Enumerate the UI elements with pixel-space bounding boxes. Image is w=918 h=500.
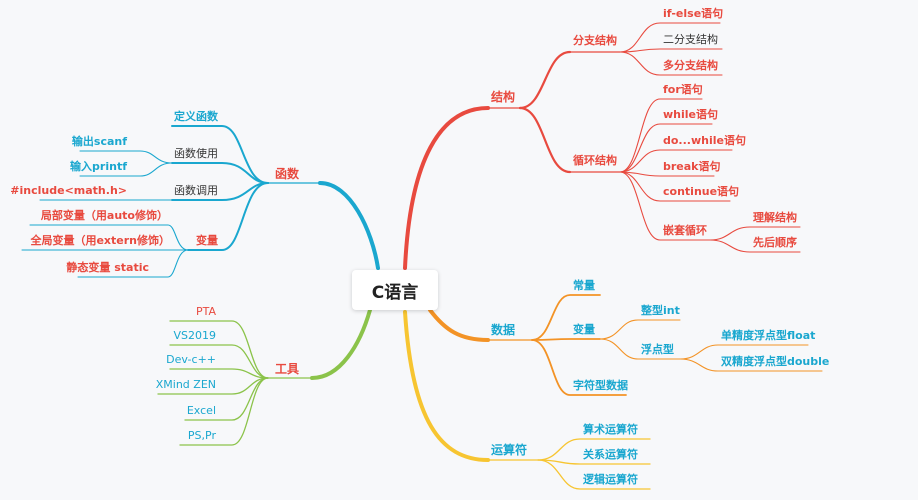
loop-child-3-line xyxy=(619,149,733,173)
node-constant[interactable]: 常量 xyxy=(573,279,595,292)
node-tool-vs2019[interactable]: VS2019 xyxy=(173,329,216,342)
op-child-2-line xyxy=(537,459,651,465)
node-understand-structure[interactable]: 理解结构 xyxy=(753,211,797,224)
node-float-type[interactable]: 浮点型 xyxy=(641,343,674,356)
node-function-vars[interactable]: 变量 xyxy=(196,234,218,247)
node-static-var[interactable]: 静态变量 static xyxy=(66,261,149,274)
node-output-scanf[interactable]: 输出scanf xyxy=(71,135,127,148)
vars-line xyxy=(187,182,269,251)
nested-child-2-line xyxy=(709,239,801,253)
node-float-single[interactable]: 单精度浮点型float xyxy=(721,329,816,342)
tool-5-line xyxy=(184,377,269,421)
structure-to-branch-line xyxy=(518,50,572,110)
float-child-1-line xyxy=(679,344,809,360)
data-branch-lines xyxy=(428,294,823,396)
structure-branch-lines xyxy=(403,22,801,270)
vars-child-1-line xyxy=(29,224,189,251)
node-input-printf[interactable]: 输入printf xyxy=(70,160,127,173)
loop-child-5-line xyxy=(619,171,731,202)
tool-2-line xyxy=(169,344,269,379)
root-to-functions-line xyxy=(318,181,380,270)
op-child-1-line xyxy=(537,438,651,461)
node-include-math[interactable]: #include<math.h> xyxy=(10,184,127,197)
node-define-function[interactable]: 定义函数 xyxy=(174,110,218,123)
branch-child-1-line xyxy=(619,22,721,53)
root-node[interactable]: C语言 xyxy=(352,270,438,310)
node-do-while[interactable]: do...while语句 xyxy=(663,134,746,147)
node-op-arithmetic[interactable]: 算术运算符 xyxy=(583,423,638,436)
data-char-line xyxy=(531,339,627,396)
node-multi-branch[interactable]: 多分支结构 xyxy=(663,59,718,72)
node-if-else[interactable]: if-else语句 xyxy=(663,7,724,20)
root-to-tools-line xyxy=(310,308,372,380)
node-char-data[interactable]: 字符型数据 xyxy=(573,379,628,392)
node-global-var[interactable]: 全局变量（用extern修饰） xyxy=(30,234,170,247)
use-child-2-line xyxy=(79,162,173,177)
use-line xyxy=(171,162,269,184)
node-while[interactable]: while语句 xyxy=(663,108,718,121)
node-order[interactable]: 先后顺序 xyxy=(753,236,797,249)
node-function-use[interactable]: 函数使用 xyxy=(174,147,218,160)
nested-child-1-line xyxy=(709,226,801,241)
loop-nested-line xyxy=(619,171,711,241)
node-operators[interactable]: 运算符 xyxy=(491,443,528,457)
node-local-var[interactable]: 局部变量（用auto修饰） xyxy=(40,209,168,222)
data-variable-line xyxy=(531,338,601,341)
branch-child-2-line xyxy=(619,48,723,53)
operators-branch-lines xyxy=(403,310,651,490)
node-data[interactable]: 数据 xyxy=(491,323,516,337)
op-child-3-line xyxy=(537,459,651,490)
node-tool-ps-pr[interactable]: PS,Pr xyxy=(187,429,216,442)
node-continue[interactable]: continue语句 xyxy=(663,185,740,198)
loop-child-4-line xyxy=(619,171,715,177)
node-tool-pta[interactable]: PTA xyxy=(195,305,216,318)
loop-child-2-line xyxy=(619,123,713,173)
node-branch-structure[interactable]: 分支结构 xyxy=(573,34,617,47)
node-data-variable[interactable]: 变量 xyxy=(573,323,595,336)
root-to-structure-line xyxy=(403,106,490,270)
tool-3-line xyxy=(169,368,269,379)
node-structure[interactable]: 结构 xyxy=(491,90,516,104)
node-for[interactable]: for语句 xyxy=(663,83,703,96)
node-tool-xmind[interactable]: XMind ZEN xyxy=(155,378,216,391)
loop-child-1-line xyxy=(619,98,703,173)
node-op-logical[interactable]: 逻辑运算符 xyxy=(583,473,638,486)
node-break[interactable]: break语句 xyxy=(663,160,721,173)
node-loop-structure[interactable]: 循环结构 xyxy=(573,154,617,167)
node-int[interactable]: 整型int xyxy=(641,304,680,317)
tool-1-line xyxy=(169,320,269,379)
root-to-operators-line xyxy=(403,310,490,462)
root-to-data-line xyxy=(428,308,490,342)
node-tool-excel[interactable]: Excel xyxy=(186,404,216,417)
var-int-line xyxy=(599,319,681,340)
use-child-1-line xyxy=(79,150,173,164)
tool-6-line xyxy=(179,377,269,446)
structure-to-loop-line xyxy=(518,106,572,174)
node-functions[interactable]: 函数 xyxy=(274,167,299,181)
vars-child-3-line xyxy=(77,249,189,278)
branch-child-3-line xyxy=(619,51,723,76)
node-nested-loop[interactable]: 嵌套循环 xyxy=(663,224,707,237)
float-child-2-line xyxy=(679,358,823,372)
node-float-double[interactable]: 双精度浮点型double xyxy=(721,355,830,368)
tools-branch-lines xyxy=(157,308,372,446)
node-tools[interactable]: 工具 xyxy=(274,362,299,376)
define-line xyxy=(171,125,269,184)
node-op-relational[interactable]: 关系运算符 xyxy=(583,448,638,461)
node-two-branch[interactable]: 二分支结构 xyxy=(663,33,718,46)
node-function-call[interactable]: 函数调用 xyxy=(174,184,218,197)
data-constant-line xyxy=(531,294,601,341)
var-float-line xyxy=(599,338,681,360)
functions-branch-lines xyxy=(21,125,380,278)
node-tool-devcpp[interactable]: Dev-c++ xyxy=(166,353,216,366)
